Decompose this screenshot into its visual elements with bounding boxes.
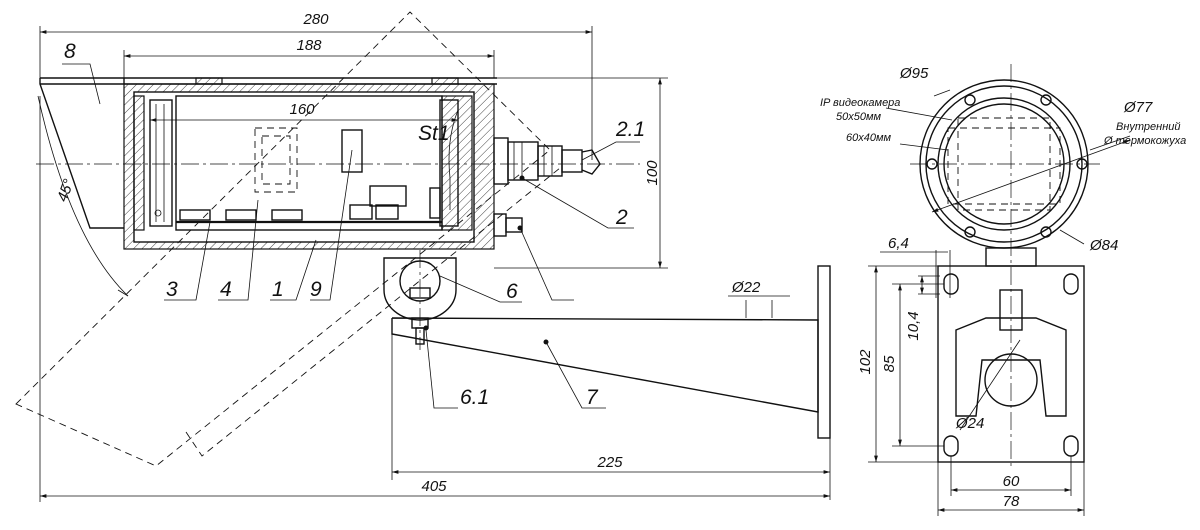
- dim-tilt-angle: 45°: [54, 177, 78, 204]
- dim-plate-height: 102: [857, 349, 874, 375]
- dim-overall-width: 280: [302, 11, 329, 28]
- note-inner-line2: Ø термокожуха: [1103, 135, 1186, 147]
- note-camera-type: IP видеокамера: [820, 97, 900, 109]
- dim-housing-length: 188: [296, 37, 322, 54]
- label-mount: 6: [506, 280, 518, 303]
- label-bracket: 7: [586, 386, 599, 409]
- dim-slot-height: 10,4: [905, 311, 922, 340]
- note-size-a: 50х50мм: [836, 111, 882, 123]
- label-bolt: 6.1: [460, 386, 489, 409]
- front-dimension-lines: [868, 89, 1131, 516]
- dim-flange-diameter: Ø84: [1089, 237, 1118, 254]
- leader-lines: [62, 63, 640, 409]
- dim-total-length: 405: [421, 478, 447, 495]
- label-component: 9: [310, 278, 322, 301]
- dimension-lines: [39, 26, 831, 502]
- housing: [123, 77, 495, 250]
- dim-plate-width: 78: [1003, 493, 1020, 510]
- dim-hole-spacing-vertical: 85: [881, 355, 898, 372]
- dim-bracket-length: 225: [596, 454, 623, 471]
- label-tray: 1: [272, 278, 284, 301]
- front-view: Ø95 Ø77 Ø84 6,4 10,4 102 85 Ø24 60 78 IP…: [820, 64, 1186, 516]
- small-gland: [493, 213, 523, 237]
- note-size-b: 60х40мм: [846, 132, 892, 144]
- label-module: 4: [220, 278, 232, 301]
- dim-slot-width: 6,4: [888, 235, 909, 252]
- label-cable-gland: 2: [615, 206, 628, 229]
- tilt-outline: [15, 11, 561, 467]
- dim-hole-diameter: Ø24: [955, 415, 984, 432]
- label-camera-board: 3: [166, 278, 178, 301]
- mount: [383, 250, 457, 350]
- label-thermostat: St1: [418, 122, 450, 145]
- dim-hole-spacing-horizontal: 60: [1003, 473, 1020, 490]
- label-connector: 2.1: [615, 118, 645, 141]
- side-view: 280 188 160 100 45° 225 405 Ø22 8 3 4 1 …: [15, 11, 831, 502]
- label-sunshield: 8: [64, 40, 76, 63]
- note-inner-line1: Внутренний: [1116, 121, 1181, 133]
- cable-gland: [493, 137, 601, 185]
- dim-inner-diameter: Ø77: [1123, 99, 1153, 116]
- bracket: [391, 265, 831, 439]
- dim-inner-length: 160: [289, 101, 315, 118]
- dim-height: 100: [644, 160, 661, 186]
- dim-outer-diameter: Ø95: [899, 65, 929, 82]
- dim-pipe-diameter: Ø22: [731, 279, 761, 296]
- internal-tray: [176, 109, 459, 224]
